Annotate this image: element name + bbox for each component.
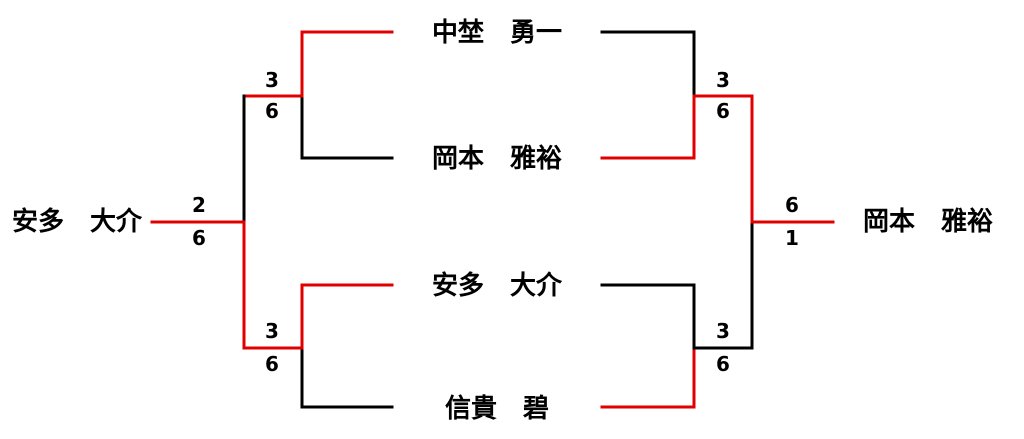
right-semi-bottom-branch-p3	[600, 283, 696, 350]
right-final-score-bottom: 1	[785, 226, 799, 250]
player-name-3: 安多 大介	[432, 271, 563, 301]
left-semi-bottom-score-bottom: 6	[265, 352, 279, 376]
right-semi-bottom-score-bottom: 6	[716, 352, 730, 376]
left-semi-bottom-branch-p4	[300, 346, 394, 409]
right-semi-bottom-score-top: 3	[716, 319, 730, 343]
left-semi-top-score-top: 3	[265, 68, 279, 92]
left-final-score-top: 2	[192, 193, 206, 217]
left-semi-top-branch-p2	[300, 94, 394, 160]
right-semi-top-branch-p1	[600, 30, 696, 98]
right-final-score-top: 6	[785, 193, 799, 217]
left-semi-bottom-branch-p3	[300, 283, 394, 350]
left-final-score-bottom: 6	[192, 226, 206, 250]
right-semi-top-score-bottom: 6	[716, 99, 730, 123]
right-semi-bottom-branch-p4	[600, 346, 696, 409]
left-winner-name: 安多 大介	[12, 207, 143, 237]
player-name-1: 中埜 勇一	[432, 18, 562, 48]
right-semi-top-score-top: 3	[716, 68, 730, 92]
left-semi-bottom-score-top: 3	[265, 319, 279, 343]
left-semi-top-score-bottom: 6	[265, 99, 279, 123]
player-name-4: 信貴 碧	[445, 394, 549, 424]
right-winner-name: 岡本 雅裕	[863, 206, 993, 237]
left-semi-top-branch-p1	[300, 30, 394, 98]
right-semi-top-branch-p2	[600, 94, 696, 160]
player-name-2: 岡本 雅裕	[432, 143, 562, 174]
